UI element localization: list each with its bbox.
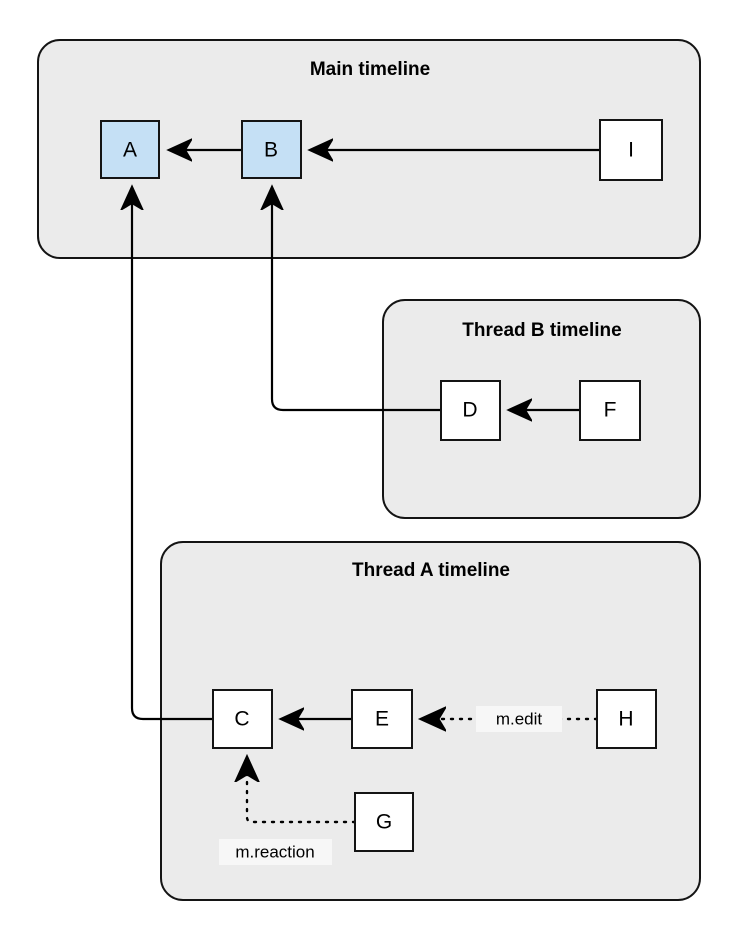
- edge-c-to-a: [132, 188, 213, 721]
- node-d-box: [440, 380, 501, 441]
- node-c-box: [212, 689, 273, 749]
- node-e-label: E: [375, 708, 389, 731]
- node-h-label: H: [618, 708, 633, 731]
- edge-c-to-a-line: [132, 188, 213, 721]
- node-f-box: [579, 380, 641, 441]
- node-i-box: [599, 119, 663, 181]
- node-b-label: B: [264, 139, 278, 162]
- node-h[interactable]: H: [596, 689, 657, 749]
- edge-h-to-e-label: m.edit: [496, 709, 543, 728]
- node-e-box: [351, 689, 413, 749]
- node-d[interactable]: D: [440, 380, 501, 441]
- edge-h-to-e: m.edit: [422, 706, 599, 732]
- node-g-label: G: [376, 811, 392, 834]
- node-f-label: F: [604, 399, 617, 422]
- node-a-box: [100, 120, 160, 179]
- group-thread-a-timeline-label: Thread A timeline: [352, 560, 510, 581]
- node-b-box: [241, 120, 302, 179]
- node-a[interactable]: A: [100, 120, 160, 179]
- edge-d-to-b-line: [272, 188, 441, 412]
- node-g[interactable]: G: [354, 792, 414, 852]
- edge-d-to-b: [272, 188, 441, 412]
- group-main-timeline-label: Main timeline: [310, 59, 430, 80]
- edge-g-to-c-label-bg: [219, 839, 332, 865]
- node-c[interactable]: C: [212, 689, 273, 749]
- node-c-label: C: [234, 708, 249, 731]
- node-a-label: A: [123, 139, 137, 162]
- node-e[interactable]: E: [351, 689, 413, 749]
- node-h-box: [596, 689, 657, 749]
- edge-g-to-c-line: [247, 758, 357, 824]
- node-i-label: I: [628, 139, 634, 162]
- node-g-box: [354, 792, 414, 852]
- edge-h-to-e-label-bg: [476, 706, 562, 732]
- node-f[interactable]: F: [579, 380, 641, 441]
- node-i[interactable]: I: [599, 119, 663, 181]
- node-b[interactable]: B: [241, 120, 302, 179]
- edge-g-to-c-label: m.reaction: [235, 842, 314, 861]
- edge-g-to-c: m.reaction: [219, 758, 357, 865]
- group-thread-b-timeline-label: Thread B timeline: [462, 320, 621, 341]
- node-d-label: D: [462, 399, 477, 422]
